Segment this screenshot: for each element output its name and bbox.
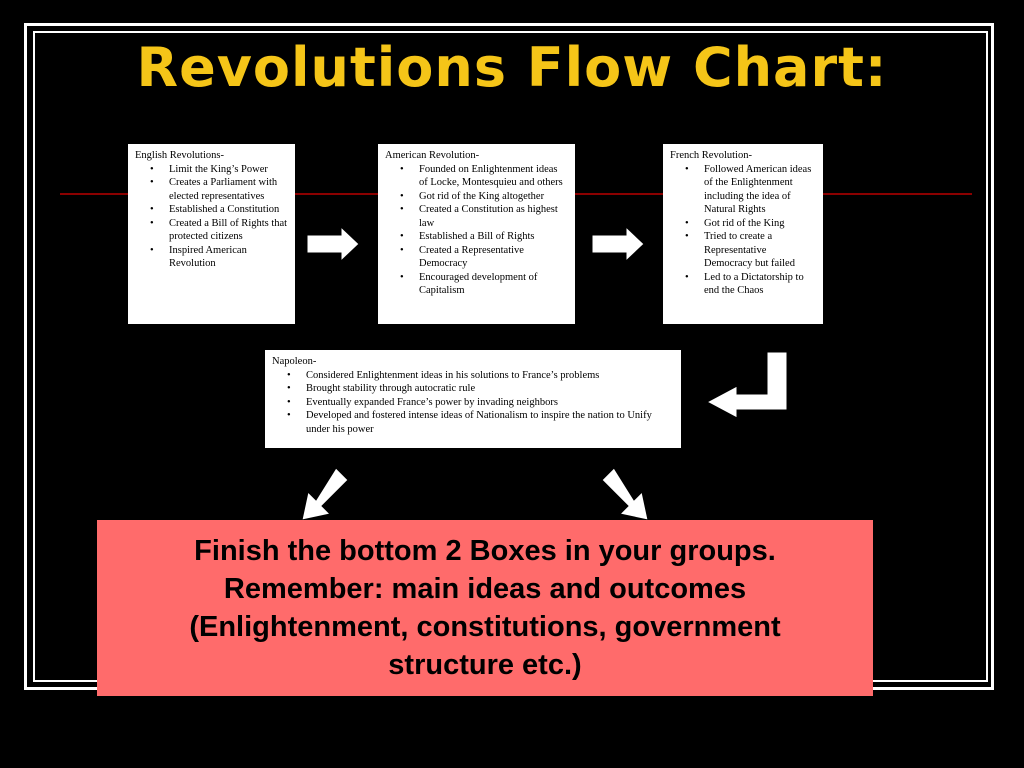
list-item: Created a Bill of Rights that protected …: [150, 217, 288, 244]
list-item: Creates a Parliament with elected repres…: [150, 176, 288, 203]
slide-title: Revolutions Flow Chart:: [136, 36, 888, 99]
bullet-list: Considered Enlightenment ideas in his so…: [272, 369, 674, 437]
bullet-list: Followed American ideas of the Enlighten…: [670, 163, 816, 298]
list-item: Eventually expanded France’s power by in…: [287, 396, 674, 410]
list-item: Inspired American Revolution: [150, 244, 288, 271]
box-heading: English Revolutions-: [135, 150, 224, 161]
arrow-down-right-icon: [601, 467, 649, 521]
english-revolutions-box: English Revolutions- Limit the King’s Po…: [128, 144, 295, 324]
list-item: Led to a Dictatorship to end the Chaos: [685, 271, 816, 298]
box-heading: Napoleon-: [272, 356, 317, 367]
note-line: Finish the bottom 2 Boxes in your groups…: [194, 535, 776, 567]
arrow-right-icon: [591, 225, 645, 263]
note-line: structure etc.): [388, 649, 582, 681]
list-item: Established a Bill of Rights: [400, 230, 568, 244]
list-item: Limit the King’s Power: [150, 163, 288, 177]
bullet-list: Limit the King’s Power Creates a Parliam…: [135, 163, 288, 271]
american-revolution-box: American Revolution- Founded on Enlighte…: [378, 144, 575, 324]
list-item: Brought stability through autocratic rul…: [287, 382, 674, 396]
box-heading: French Revolution-: [670, 150, 752, 161]
bullet-list: Founded on Enlightenment ideas of Locke,…: [385, 163, 568, 298]
arrow-down-left-icon: [705, 351, 788, 419]
list-item: Followed American ideas of the Enlighten…: [685, 163, 816, 217]
box-heading: American Revolution-: [385, 150, 480, 161]
list-item: Established a Constitution: [150, 203, 288, 217]
note-line: (Enlightenment, constitutions, governmen…: [189, 611, 781, 643]
arrow-down-left-icon: [301, 467, 349, 521]
list-item: Founded on Enlightenment ideas of Locke,…: [400, 163, 568, 190]
french-revolution-box: French Revolution- Followed American ide…: [663, 144, 823, 324]
napoleon-box: Napoleon- Considered Enlightenment ideas…: [265, 350, 681, 448]
list-item: Tried to create a Representative Democra…: [685, 230, 816, 271]
note-line: Remember: main ideas and outcomes: [223, 573, 747, 605]
list-item: Got rid of the King altogether: [400, 190, 568, 204]
list-item: Got rid of the King: [685, 217, 816, 231]
list-item: Created a Constitution as highest law: [400, 203, 568, 230]
arrow-right-icon: [306, 225, 360, 263]
list-item: Encouraged development of Capitalism: [400, 271, 568, 298]
list-item: Considered Enlightenment ideas in his so…: [287, 369, 674, 383]
list-item: Created a Representative Democracy: [400, 244, 568, 271]
list-item: Developed and fostered intense ideas of …: [287, 409, 674, 436]
instruction-note: Finish the bottom 2 Boxes in your groups…: [97, 520, 873, 696]
